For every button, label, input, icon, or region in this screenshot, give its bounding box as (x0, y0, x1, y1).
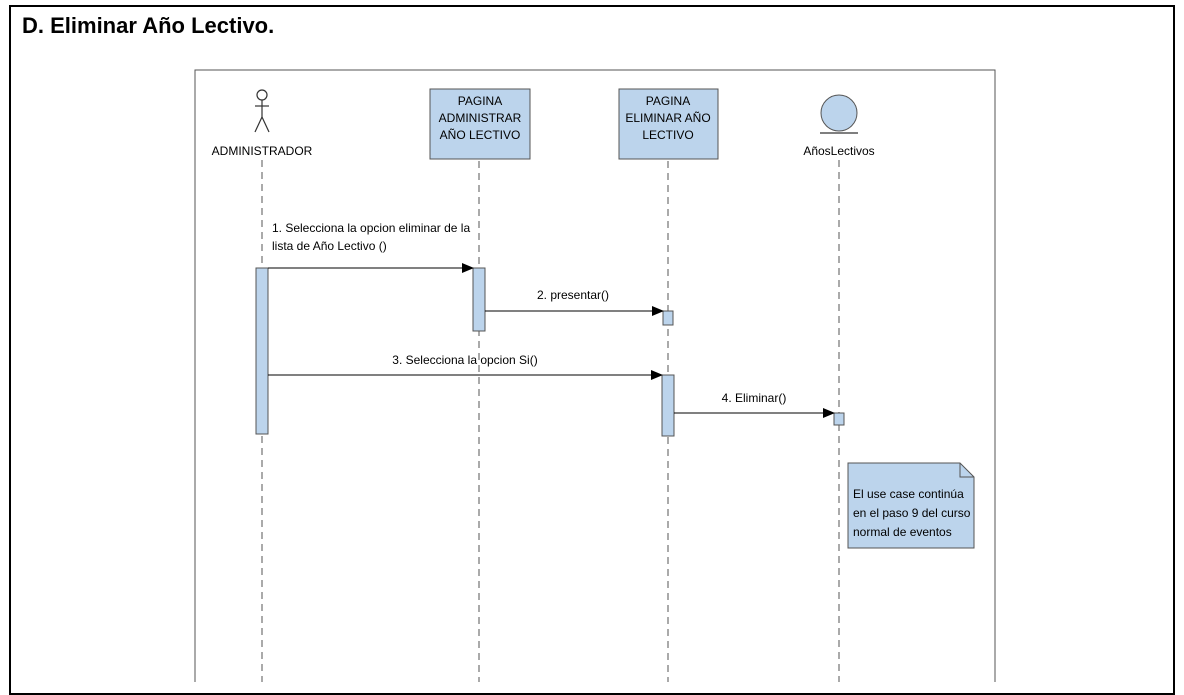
actor-icon (254, 89, 270, 133)
box1-line3: AÑO LECTIVO (440, 128, 521, 142)
box2-line2: ELIMINAR AÑO (625, 111, 710, 125)
section-title: D. Eliminar Año Lectivo. (22, 13, 275, 38)
diagram-frame (194, 69, 996, 682)
message-label-2: 2. presentar() (537, 288, 609, 302)
entity-label: AñosLectivos (803, 144, 874, 158)
note-line2: en el paso 9 del curso (853, 506, 971, 520)
note-line1: El use case continúa (853, 487, 964, 501)
message-label-1b: lista de Año Lectivo () (272, 239, 387, 253)
activation-pagina-eliminar-1 (662, 310, 674, 326)
actor-label: ADMINISTRADOR (212, 144, 313, 158)
activation-anoslectivos (833, 412, 845, 426)
box1-line2: ADMINISTRAR (439, 111, 522, 125)
box2-line1: PAGINA (646, 94, 690, 108)
entity-icon (820, 94, 858, 134)
note-line3: normal de eventos (853, 525, 952, 539)
note (847, 462, 975, 549)
box2-line3: LECTIVO (642, 128, 693, 142)
activation-pagina-eliminar-2 (661, 374, 675, 437)
participant-box-eliminar (618, 88, 719, 160)
message-label-4: 4. Eliminar() (722, 391, 787, 405)
box1-line1: PAGINA (458, 94, 502, 108)
message-label-3: 3. Selecciona la opcion Si() (392, 353, 537, 367)
activation-pagina-administrar (472, 267, 486, 332)
participant-box-administrar (429, 88, 531, 160)
activation-administrador (255, 267, 269, 435)
message-label-1a: 1. Selecciona la opcion eliminar de la (272, 221, 470, 235)
